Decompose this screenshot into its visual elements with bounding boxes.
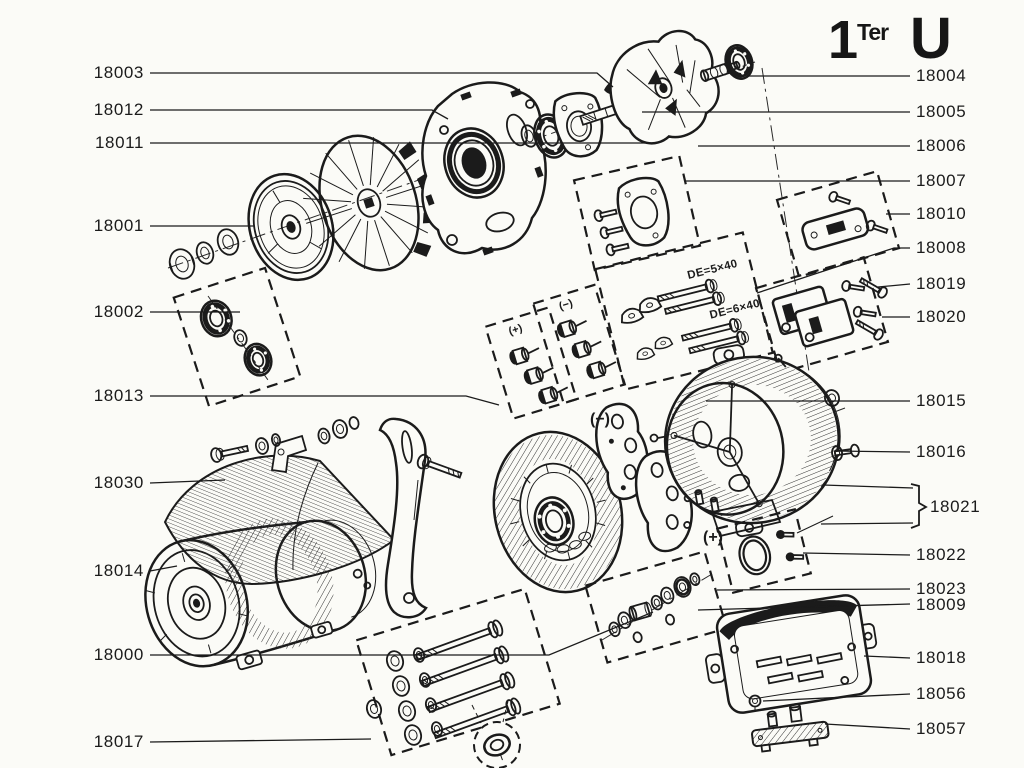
rear-housing xyxy=(663,344,841,538)
rotor xyxy=(609,29,720,145)
screw-kit-box xyxy=(572,154,702,272)
part-label-18013: 18013 xyxy=(94,386,144,405)
part-label-18005: 18005 xyxy=(916,102,966,121)
part-label-18011: 18011 xyxy=(95,133,144,152)
part-labels-right: 18004 18005 18006 18007 18010 18008 1801… xyxy=(916,66,980,738)
part-label-18009: 18009 xyxy=(916,595,966,614)
part-label-18021: 18021 xyxy=(930,497,980,516)
brush-holder-box xyxy=(754,255,890,375)
diode-box-positive-label: (+) xyxy=(507,322,524,338)
bearing-kit-box xyxy=(172,266,302,408)
part-label-18020: 18020 xyxy=(916,307,966,326)
nut-detail-callout xyxy=(471,700,521,768)
terminal-block xyxy=(751,703,830,753)
part-label-18017: 18017 xyxy=(94,732,144,751)
diode-box-positive: (+) xyxy=(484,306,578,420)
rear-bearing xyxy=(724,44,754,80)
bolt-spec-bottom: DE=6×40 xyxy=(708,298,761,322)
part-label-18012: 18012 xyxy=(94,100,144,119)
diode-box-negative-label: (−) xyxy=(558,297,575,313)
pulley-nut-and-washers xyxy=(168,228,240,280)
part-label-18018: 18018 xyxy=(916,648,966,667)
leader-lines xyxy=(149,72,928,743)
part-label-18008: 18008 xyxy=(916,238,966,257)
logo-superscript: Ter xyxy=(857,19,889,45)
part-label-18003: 18003 xyxy=(94,63,144,82)
part-label-18030: 18030 xyxy=(94,473,144,492)
long-bolt-kit-box xyxy=(354,587,562,757)
shim-washer xyxy=(520,124,538,148)
part-label-18016: 18016 xyxy=(916,442,966,461)
bolt-spec-top: DE=5×40 xyxy=(686,258,739,282)
stator xyxy=(492,430,624,594)
part-label-18022: 18022 xyxy=(916,545,966,564)
part-label-18057: 18057 xyxy=(916,719,966,738)
part-label-18019: 18019 xyxy=(916,274,966,293)
part-label-18023: 18023 xyxy=(916,579,966,598)
part-label-18007: 18007 xyxy=(916,171,966,190)
group-bracket-18021 xyxy=(910,483,928,529)
catalog-section-logo: 1 Ter U xyxy=(828,6,952,71)
rear-cover xyxy=(705,594,878,714)
part-label-18006: 18006 xyxy=(916,136,966,155)
adjusting-strap xyxy=(378,417,463,619)
protective-shield xyxy=(163,454,396,586)
regulator-plate-box xyxy=(775,169,901,279)
part-label-18015: 18015 xyxy=(916,391,966,410)
logo-letter: U xyxy=(910,6,951,71)
part-label-18004: 18004 xyxy=(916,66,966,85)
bearing-parts-box xyxy=(584,550,728,664)
part-labels-left: 18003 18012 18011 18001 18002 18013 1803… xyxy=(94,63,144,751)
bearing-retainer-plate xyxy=(552,91,604,158)
part-label-18000: 18000 xyxy=(94,645,144,664)
cover-knob xyxy=(748,694,762,712)
part-label-18010: 18010 xyxy=(916,204,966,223)
rectifier-positive-label: (+) xyxy=(703,529,723,546)
part-label-18014: 18014 xyxy=(94,561,144,580)
drive-end-bracket xyxy=(421,81,547,256)
logo-prefix: 1 xyxy=(828,10,857,70)
part-label-18002: 18002 xyxy=(94,302,144,321)
diode-box-negative: (−) xyxy=(531,283,627,405)
diode-plate-negative xyxy=(595,402,649,501)
part-label-18056: 18056 xyxy=(916,684,966,703)
part-label-18001: 18001 xyxy=(94,216,144,235)
o-ring-box xyxy=(715,507,813,595)
diode-plate-negative-label: (−) xyxy=(590,411,610,428)
mounting-screws xyxy=(854,277,888,341)
shield-mounting-hardware xyxy=(210,416,360,474)
